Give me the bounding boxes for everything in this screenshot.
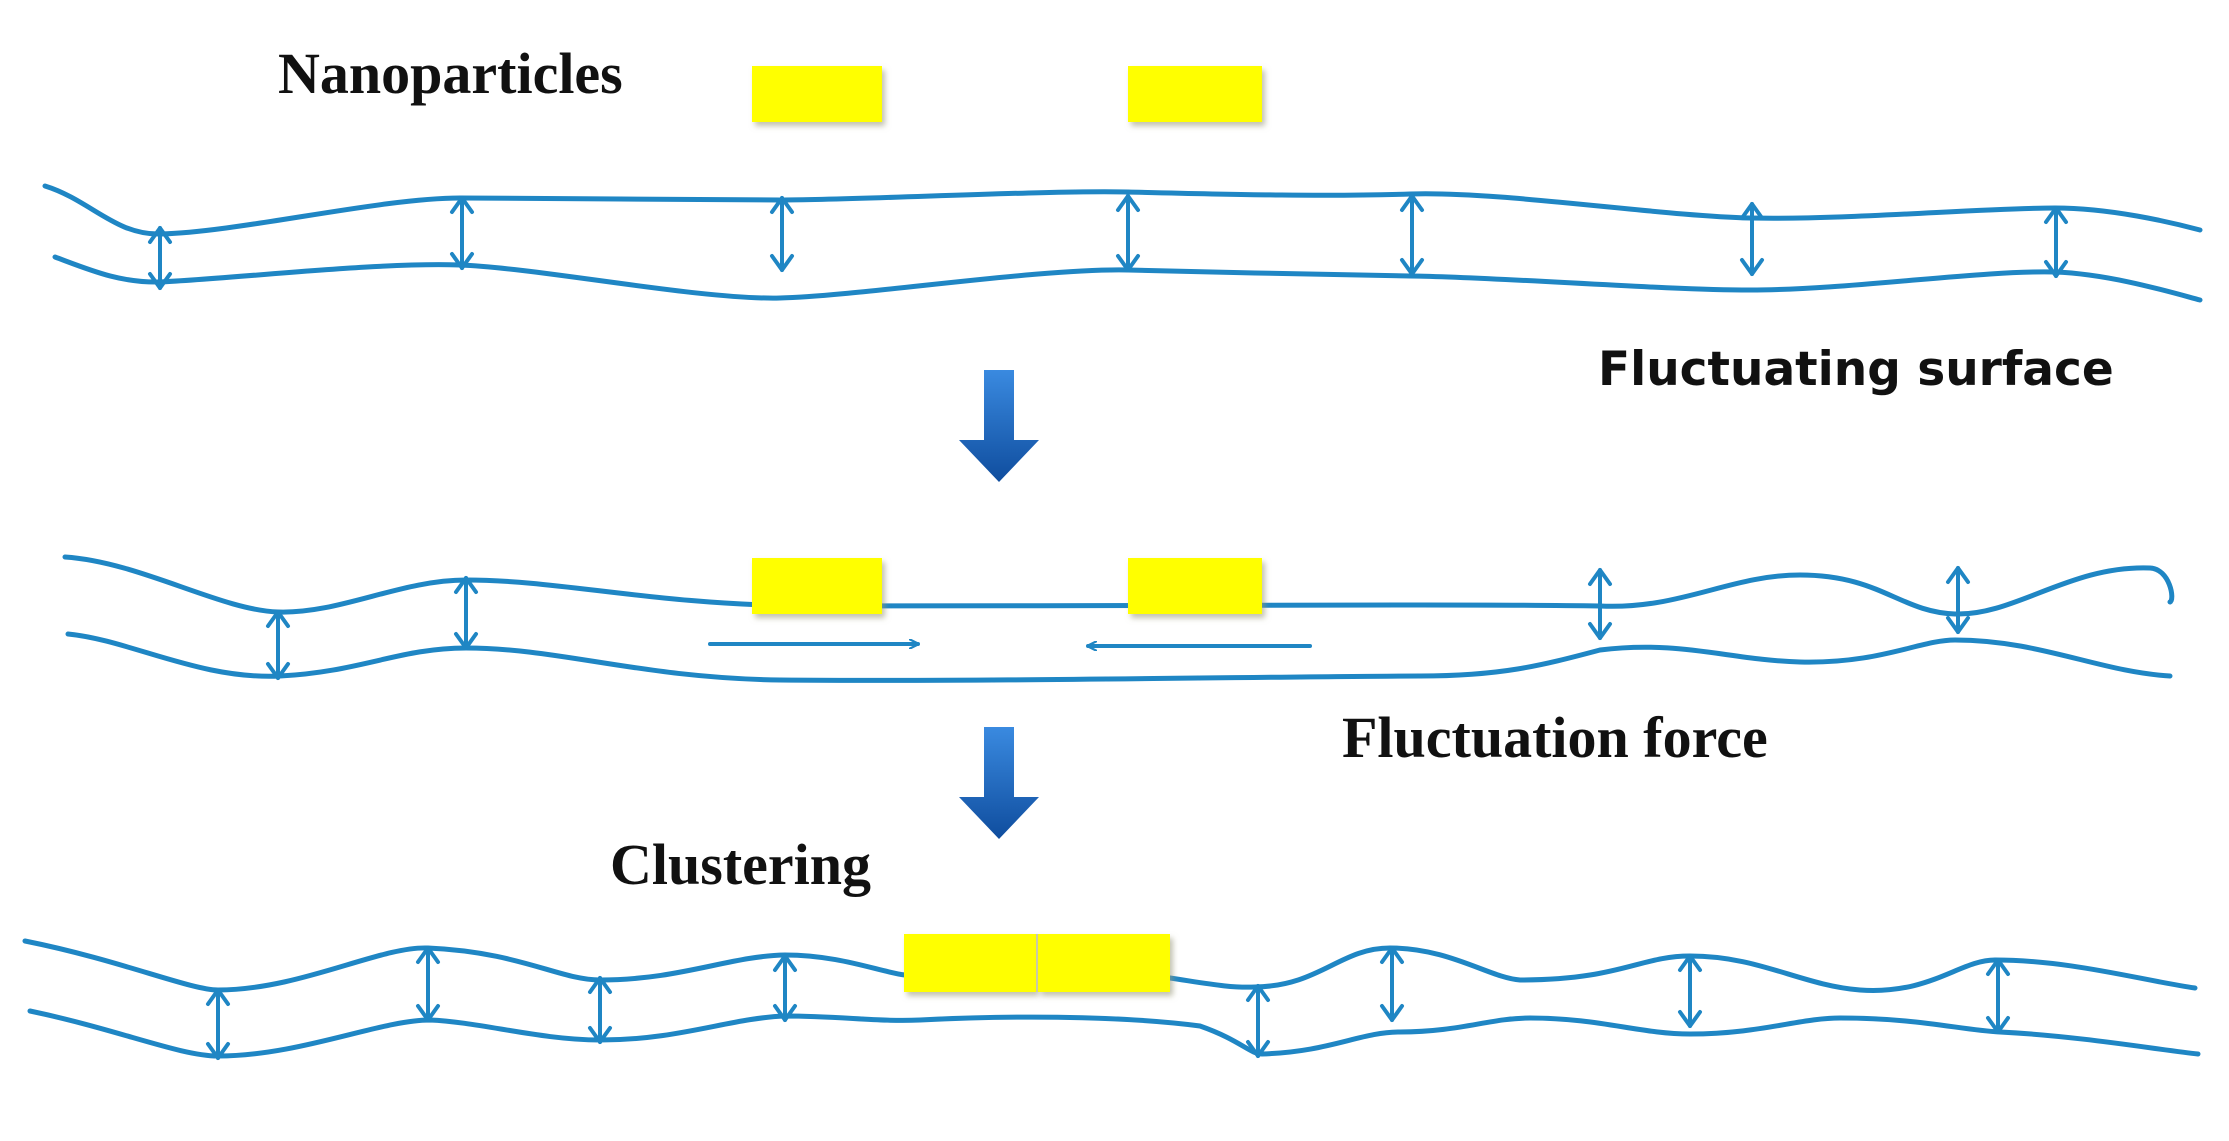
double-headed-arrow-icon xyxy=(2044,206,2068,278)
membrane-lower-leaflet xyxy=(65,631,2173,683)
nanoparticle xyxy=(904,934,1036,992)
membrane-upper-leaflet xyxy=(42,183,2203,237)
double-headed-arrow-icon xyxy=(1986,958,2010,1034)
double-headed-arrow-icon xyxy=(1246,984,1270,1058)
down-arrow-icon xyxy=(959,370,1039,482)
double-headed-arrow-icon xyxy=(454,576,478,650)
bound-nanoparticles xyxy=(752,558,1262,614)
double-headed-arrow-icon xyxy=(148,226,172,290)
double-headed-arrow-icon xyxy=(1116,194,1140,272)
double-headed-arrow-icon xyxy=(1678,954,1702,1028)
nanoparticle xyxy=(1128,66,1262,122)
double-headed-arrow-icon xyxy=(1946,566,1970,634)
nanoparticle xyxy=(752,558,882,614)
height-fluctuation-arrows-3 xyxy=(206,946,2010,1060)
double-headed-arrow-icon xyxy=(773,954,797,1022)
height-fluctuation-arrows-2 xyxy=(266,566,1970,680)
clustered-nanoparticles xyxy=(904,934,1170,992)
nanoparticle xyxy=(752,66,882,122)
down-arrow-icon xyxy=(959,727,1039,839)
fluctuating-surface-label: Fluctuating surface xyxy=(1598,342,2114,397)
double-headed-arrow-icon xyxy=(416,946,440,1022)
fluctuation-force-arrows xyxy=(708,644,1312,646)
double-headed-arrow-icon xyxy=(1740,202,1764,276)
nanoparticles-label: Nanoparticles xyxy=(278,41,623,106)
double-headed-arrow-icon xyxy=(266,610,290,680)
double-headed-arrow-icon xyxy=(206,988,230,1060)
membrane-lower-leaflet xyxy=(27,1008,2201,1059)
double-headed-arrow-icon xyxy=(1588,568,1612,640)
membrane-upper-leaflet xyxy=(62,554,2175,617)
free-nanoparticles xyxy=(752,66,1262,122)
clustering-label: Clustering xyxy=(610,832,871,897)
double-headed-arrow-icon xyxy=(450,196,474,270)
nanoparticle xyxy=(1128,558,1262,614)
nanoparticle xyxy=(1038,934,1170,992)
double-headed-arrow-icon xyxy=(1400,194,1424,276)
force-membrane xyxy=(62,554,2175,683)
double-headed-arrow-icon xyxy=(770,196,794,272)
fluctuation-force-label: Fluctuation force xyxy=(1342,705,1768,770)
double-headed-arrow-icon xyxy=(588,976,612,1044)
double-headed-arrow-icon xyxy=(1380,946,1404,1022)
height-fluctuation-arrows-1 xyxy=(148,194,2068,290)
